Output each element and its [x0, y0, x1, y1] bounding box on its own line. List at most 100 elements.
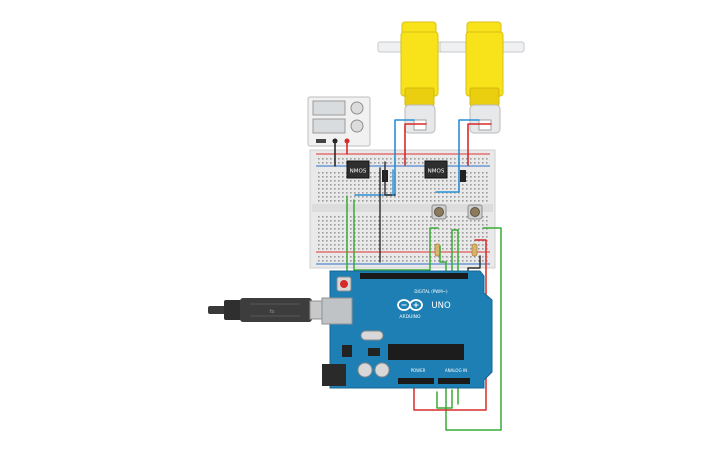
breadboard-hole[interactable]: [390, 192, 392, 194]
breadboard-hole[interactable]: [430, 248, 432, 250]
breadboard-hole[interactable]: [366, 192, 368, 194]
breadboard-hole[interactable]: [318, 236, 320, 238]
breadboard-hole[interactable]: [386, 184, 388, 186]
breadboard-hole[interactable]: [322, 248, 324, 250]
breadboard-hole[interactable]: [382, 184, 384, 186]
breadboard-hole[interactable]: [366, 216, 368, 218]
breadboard-hole[interactable]: [378, 176, 380, 178]
breadboard-hole[interactable]: [370, 216, 372, 218]
breadboard-hole[interactable]: [442, 244, 444, 246]
breadboard[interactable]: [309, 149, 496, 269]
breadboard-hole[interactable]: [322, 260, 324, 262]
breadboard-hole[interactable]: [410, 172, 412, 174]
breadboard-hole[interactable]: [342, 176, 344, 178]
breadboard-hole[interactable]: [482, 176, 484, 178]
breadboard-hole[interactable]: [410, 188, 412, 190]
breadboard-hole[interactable]: [450, 184, 452, 186]
breadboard-hole[interactable]: [470, 228, 472, 230]
breadboard-hole[interactable]: [430, 260, 432, 262]
breadboard-hole[interactable]: [446, 260, 448, 262]
breadboard-hole[interactable]: [446, 216, 448, 218]
breadboard-hole[interactable]: [318, 162, 320, 164]
breadboard-hole[interactable]: [354, 188, 356, 190]
breadboard-hole[interactable]: [434, 184, 436, 186]
breadboard-hole[interactable]: [362, 232, 364, 234]
breadboard-hole[interactable]: [390, 236, 392, 238]
breadboard-hole[interactable]: [438, 232, 440, 234]
breadboard-hole[interactable]: [350, 220, 352, 222]
breadboard-hole[interactable]: [390, 200, 392, 202]
breadboard-hole[interactable]: [450, 240, 452, 242]
breadboard-hole[interactable]: [362, 248, 364, 250]
breadboard-hole[interactable]: [410, 176, 412, 178]
breadboard-hole[interactable]: [350, 158, 352, 160]
breadboard-hole[interactable]: [350, 216, 352, 218]
breadboard-hole[interactable]: [482, 180, 484, 182]
breadboard-hole[interactable]: [374, 248, 376, 250]
breadboard-hole[interactable]: [414, 184, 416, 186]
breadboard-hole[interactable]: [398, 192, 400, 194]
current-knob[interactable]: [350, 119, 364, 133]
breadboard-hole[interactable]: [446, 220, 448, 222]
wire-5v[interactable]: [413, 239, 487, 411]
breadboard-hole[interactable]: [354, 228, 356, 230]
breadboard-hole[interactable]: [374, 162, 376, 164]
breadboard-hole[interactable]: [342, 256, 344, 258]
breadboard-hole[interactable]: [382, 236, 384, 238]
breadboard-hole[interactable]: [438, 196, 440, 198]
breadboard-hole[interactable]: [446, 180, 448, 182]
breadboard-hole[interactable]: [482, 162, 484, 164]
breadboard-hole[interactable]: [342, 180, 344, 182]
breadboard-hole[interactable]: [426, 216, 428, 218]
breadboard-hole[interactable]: [362, 184, 364, 186]
breadboard-hole[interactable]: [354, 184, 356, 186]
breadboard-hole[interactable]: [478, 248, 480, 250]
breadboard-hole[interactable]: [338, 180, 340, 182]
breadboard-hole[interactable]: [326, 172, 328, 174]
breadboard-hole[interactable]: [414, 236, 416, 238]
breadboard-hole[interactable]: [358, 232, 360, 234]
breadboard-hole[interactable]: [354, 236, 356, 238]
breadboard-hole[interactable]: [450, 192, 452, 194]
breadboard-hole[interactable]: [394, 240, 396, 242]
breadboard-hole[interactable]: [366, 256, 368, 258]
breadboard-hole[interactable]: [470, 176, 472, 178]
breadboard-hole[interactable]: [330, 200, 332, 202]
breadboard-hole[interactable]: [422, 260, 424, 262]
breadboard-hole[interactable]: [438, 260, 440, 262]
breadboard-hole[interactable]: [326, 158, 328, 160]
breadboard-hole[interactable]: [326, 232, 328, 234]
breadboard-hole[interactable]: [366, 228, 368, 230]
breadboard-hole[interactable]: [398, 200, 400, 202]
wire-motor-right-blue[interactable]: [435, 119, 480, 193]
breadboard-hole[interactable]: [350, 248, 352, 250]
breadboard-hole[interactable]: [378, 172, 380, 174]
breadboard-hole[interactable]: [470, 240, 472, 242]
breadboard-hole[interactable]: [358, 236, 360, 238]
breadboard-hole[interactable]: [334, 244, 336, 246]
breadboard-hole[interactable]: [382, 232, 384, 234]
breadboard-hole[interactable]: [418, 228, 420, 230]
breadboard-hole[interactable]: [378, 158, 380, 160]
breadboard-hole[interactable]: [370, 196, 372, 198]
breadboard-hole[interactable]: [430, 180, 432, 182]
breadboard-hole[interactable]: [414, 248, 416, 250]
breadboard-hole[interactable]: [486, 162, 488, 164]
breadboard-hole[interactable]: [450, 244, 452, 246]
breadboard-hole[interactable]: [410, 236, 412, 238]
breadboard-hole[interactable]: [322, 224, 324, 226]
breadboard-hole[interactable]: [474, 176, 476, 178]
breadboard-hole[interactable]: [478, 228, 480, 230]
breadboard-hole[interactable]: [422, 180, 424, 182]
breadboard-hole[interactable]: [482, 256, 484, 258]
breadboard-hole[interactable]: [410, 248, 412, 250]
breadboard-hole[interactable]: [378, 256, 380, 258]
breadboard-hole[interactable]: [326, 228, 328, 230]
breadboard-hole[interactable]: [390, 220, 392, 222]
breadboard-hole[interactable]: [434, 232, 436, 234]
breadboard-hole[interactable]: [430, 228, 432, 230]
breadboard-hole[interactable]: [422, 220, 424, 222]
breadboard-hole[interactable]: [426, 180, 428, 182]
breadboard-hole[interactable]: [446, 184, 448, 186]
breadboard-hole[interactable]: [358, 184, 360, 186]
